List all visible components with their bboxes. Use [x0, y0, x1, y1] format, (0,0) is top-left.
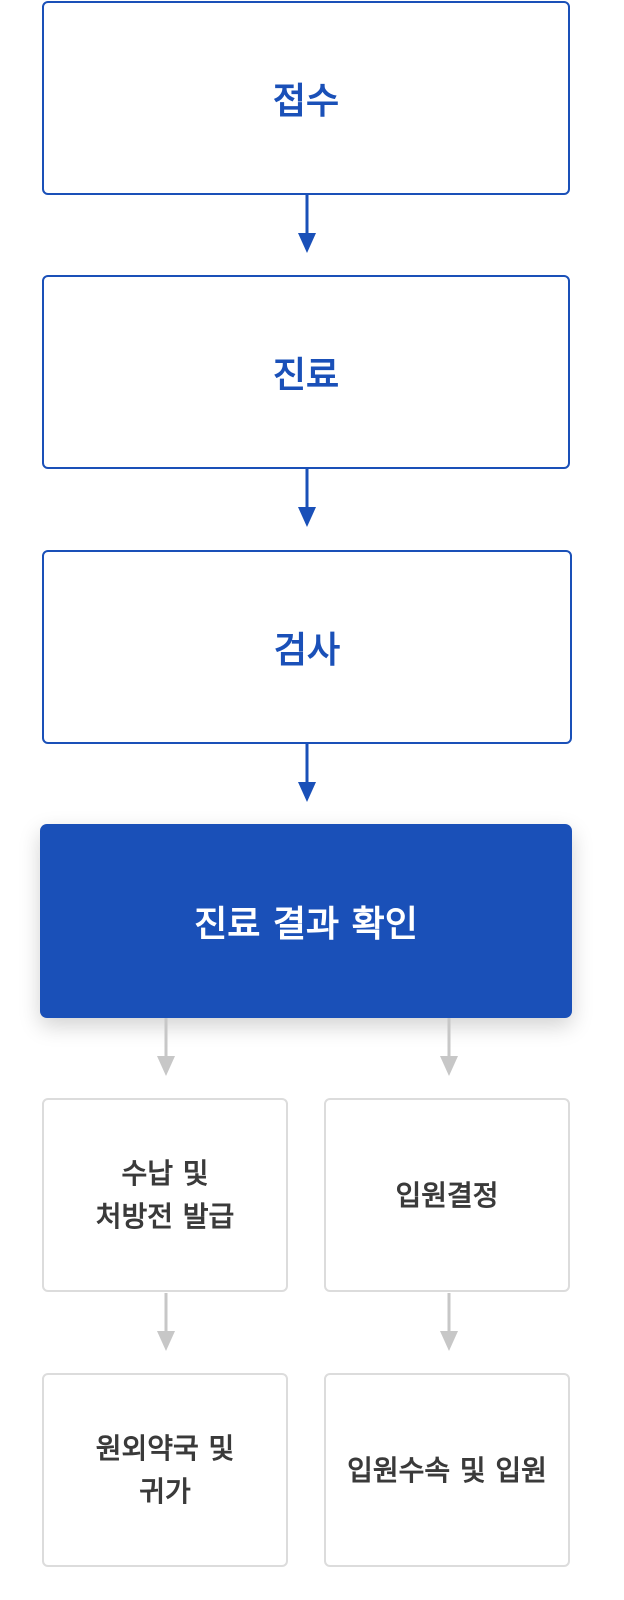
step-pharmacy-box: 원외약국 및 귀가	[42, 1373, 288, 1567]
step-payment-label-line1: 수납 및	[121, 1157, 209, 1190]
step-examination-box: 검사	[42, 550, 572, 744]
arrow-down-icon	[298, 469, 316, 527]
step-consultation-label: 진료	[272, 355, 340, 396]
step-pharmacy-label-line1: 원외약국 및	[95, 1432, 235, 1465]
step-admission-process-box: 입원수속 및 입원	[324, 1373, 570, 1567]
step-result-check-box: 진료 결과 확인	[40, 824, 572, 1018]
step-admission-decision-label: 입원결정	[395, 1178, 499, 1212]
step-admission-decision-box: 입원결정	[324, 1098, 570, 1292]
step-admission-process-label: 입원수속 및 입원	[347, 1453, 547, 1487]
step-result-check-label: 진료 결과 확인	[194, 904, 418, 945]
step-consultation-box: 진료	[42, 275, 570, 469]
step-payment-label-line2: 처방전 발급	[95, 1200, 235, 1233]
step-reception-label: 접수	[272, 81, 340, 122]
step-payment-box: 수납 및 처방전 발급	[42, 1098, 288, 1292]
arrow-down-icon	[298, 195, 316, 253]
arrow-down-icon	[440, 1293, 458, 1351]
arrow-down-icon	[157, 1018, 175, 1076]
arrow-down-icon	[157, 1293, 175, 1351]
arrow-down-icon	[298, 744, 316, 802]
arrow-down-icon	[440, 1018, 458, 1076]
step-pharmacy-label-line2: 귀가	[139, 1475, 191, 1508]
step-reception-box: 접수	[42, 1, 570, 195]
step-examination-label: 검사	[273, 630, 341, 671]
